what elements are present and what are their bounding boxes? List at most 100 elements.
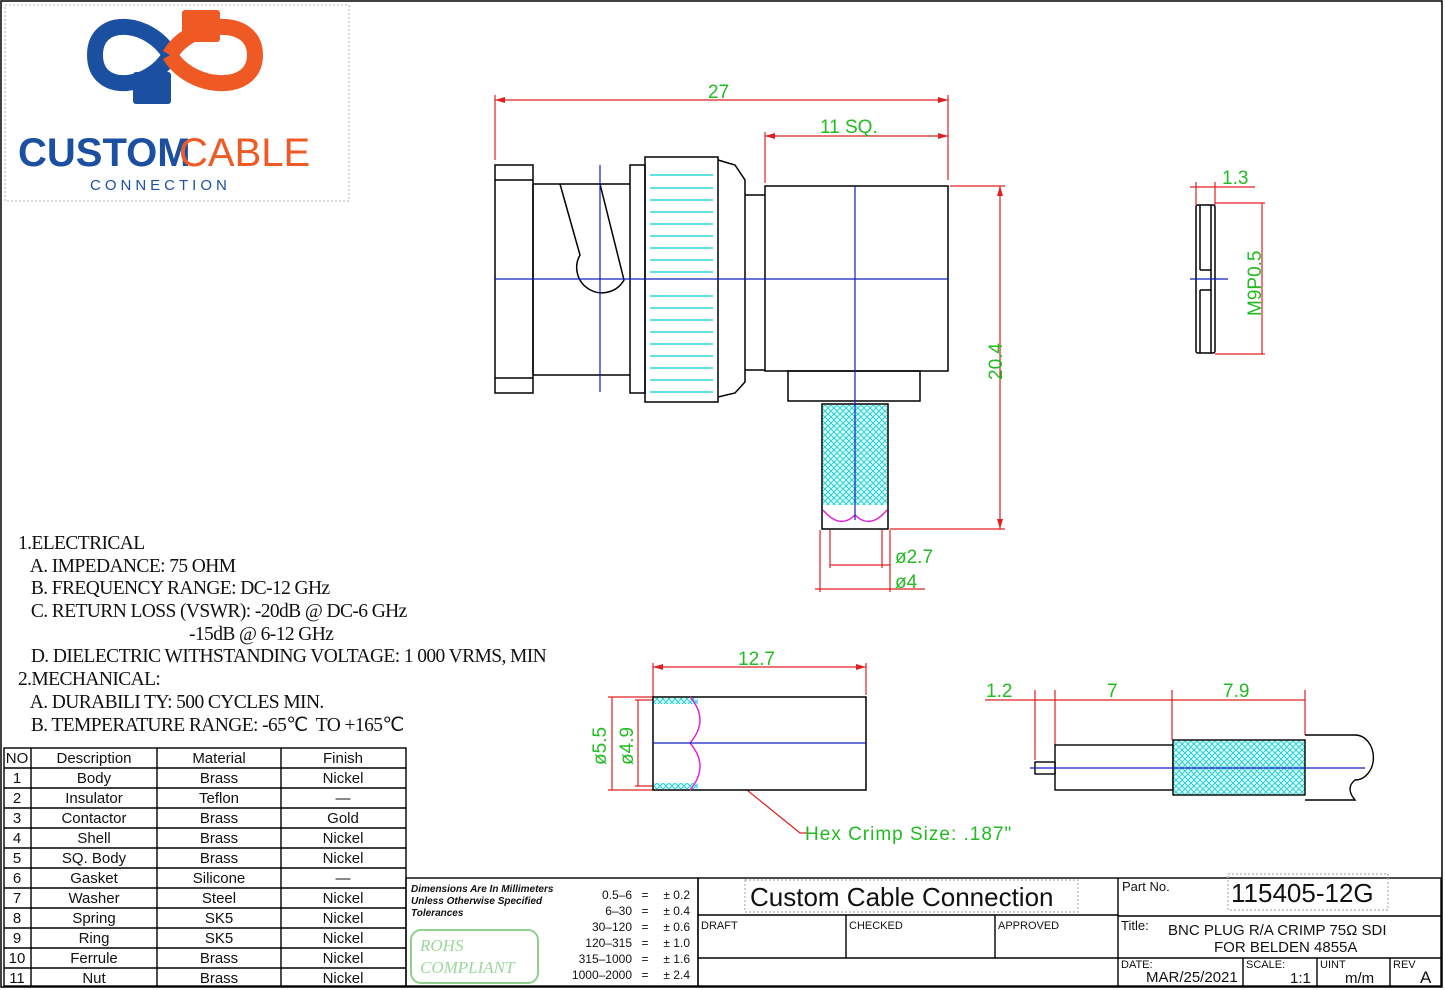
part-no-label: Part No. [1122, 879, 1170, 894]
dim-strip-c: 7.9 [1223, 681, 1249, 702]
dim-ferrule-length: 12.7 [738, 649, 775, 670]
logo-plug-blue [133, 72, 171, 104]
bom-cell: Brass [200, 850, 238, 867]
scale-value: 1:1 [1290, 970, 1311, 987]
hex-crimp-note: Hex Crimp Size: .187" [805, 824, 1012, 845]
bom-cell: SK5 [205, 910, 233, 927]
bom-cell: Steel [202, 890, 236, 907]
spec-line: B. TEMPERATURE RANGE: -65℃ TO +165℃ [18, 714, 404, 736]
bom-cell: Contactor [61, 810, 126, 827]
checked-label: CHECKED [849, 920, 903, 932]
bom-cell: Ferrule [70, 950, 118, 967]
rev-value: A [1420, 968, 1432, 987]
tolerance-range: 30–120 [592, 920, 632, 934]
bom-cell: 1 [13, 770, 21, 787]
dim-ferrule-id: ø4.9 [617, 727, 638, 765]
dimension-arrows [495, 97, 1003, 670]
unit-value: m/m [1345, 970, 1374, 987]
tolerance-equals: = [641, 888, 648, 902]
scale-label: SCALE: [1246, 959, 1285, 971]
tolerance-note-3: Tolerances [411, 908, 464, 919]
approved-label: APPROVED [998, 920, 1059, 932]
dim-dia-small: ø2.7 [895, 547, 933, 568]
bom-cell: Nickel [323, 830, 364, 847]
bom-cell: Gold [327, 810, 359, 827]
company-logo: CUSTOM CABLE CONNECTION [4, 4, 350, 202]
spec-line: 2.MECHANICAL: [18, 669, 161, 691]
bom-cell: Nickel [323, 910, 364, 927]
bom-cell: 8 [13, 910, 21, 927]
dim-overall-length: 27 [708, 82, 729, 103]
bom-header-cell: NO [6, 750, 29, 767]
rohs-badge [410, 929, 539, 984]
bom-cell: 2 [13, 790, 21, 807]
dim-square: 11 SQ. [820, 117, 878, 138]
bom-cell: Nickel [323, 950, 364, 967]
spec-line: D. DIELECTRIC WITHSTANDING VOLTAGE: 1 00… [18, 646, 547, 668]
bom-cell: Brass [200, 830, 238, 847]
bom-cell: Gasket [70, 870, 118, 887]
logo-plug-orange [182, 10, 220, 42]
title-line-1: BNC PLUG R/A CRIMP 75Ω SDI [1168, 922, 1387, 939]
cable-strip-view [1030, 734, 1375, 801]
rev-label: REV [1393, 959, 1416, 971]
title-label: Title: [1121, 918, 1149, 933]
spec-line: A. DURABILI TY: 500 CYCLES MIN. [18, 691, 325, 713]
bom-cell: — [336, 790, 351, 807]
dim-height: 20.4 [986, 343, 1007, 380]
bom-cell: 4 [13, 830, 21, 847]
bom-cell: SQ. Body [62, 850, 127, 867]
dimension-labels: 27 11 SQ. 20.4 1.3 M9P0.5 ø2.7 ø4 12.7 ø… [590, 82, 1266, 845]
knurl-pattern [650, 174, 713, 393]
tolerance-note-2: Unless Otherwise Specified [411, 896, 543, 907]
spec-line: 1.ELECTRICAL [18, 533, 145, 554]
tolerance-value: ± 2.4 [663, 968, 690, 982]
bom-cell: SK5 [205, 930, 233, 947]
bom-cell: Ring [79, 930, 110, 947]
bom-cell: 5 [13, 850, 21, 867]
bom-cell: Brass [200, 970, 238, 987]
bom-cell: Nut [82, 970, 106, 987]
part-number: 115405-12G [1231, 878, 1374, 908]
draft-label: DRAFT [701, 920, 738, 932]
tolerance-value: ± 1.6 [663, 952, 690, 966]
bom-header-cell: Finish [323, 750, 363, 767]
bom-cell: 7 [13, 890, 21, 907]
bom-cell: Insulator [65, 790, 123, 807]
bom-cell: Body [77, 770, 112, 787]
bom-cell: Washer [68, 890, 119, 907]
dim-strip-b: 7 [1107, 681, 1118, 702]
bom-cell: 6 [13, 870, 21, 887]
tolerance-value: ± 0.6 [663, 920, 690, 934]
bom-cell: Silicone [193, 870, 246, 887]
bom-cell: Teflon [199, 790, 239, 807]
bom-cell: Spring [72, 910, 115, 927]
spec-line: B. FREQUENCY RANGE: DC-12 GHz [18, 578, 330, 600]
thread-side-view [1190, 204, 1228, 354]
tolerance-equals: = [641, 904, 648, 918]
tolerance-range: 6–30 [605, 904, 632, 918]
center-lines [495, 165, 948, 520]
dim-strip-a: 1.2 [986, 681, 1012, 702]
logo-text-cable: CABLE [179, 131, 310, 175]
tolerance-equals: = [641, 952, 648, 966]
tolerance-range: 1000–2000 [572, 968, 632, 982]
bom-cell: Nickel [323, 930, 364, 947]
date-value: MAR/25/2021 [1146, 969, 1238, 986]
title-block [697, 873, 1442, 987]
tolerance-block: Dimensions Are In Millimeters Unless Oth… [405, 877, 699, 987]
bom-cell: Nickel [323, 770, 364, 787]
spec-line: A. IMPEDANCE: 75 OHM [18, 555, 236, 577]
tolerance-range: 0.5–6 [602, 888, 632, 902]
rohs-text-1: ROHS [419, 936, 464, 955]
title-block-text: Custom Cable Connection DRAFT CHECKED AP… [701, 878, 1432, 987]
rohs-text-2: COMPLIANT [420, 958, 516, 977]
spec-line: C. RETURN LOSS (VSWR): -20dB @ DC-6 GHz [18, 601, 408, 623]
logo-text-custom: CUSTOM [18, 131, 191, 175]
bom-cell: 11 [9, 970, 25, 987]
bom-table [3, 747, 407, 987]
title-line-2: FOR BELDEN 4855A [1214, 939, 1357, 956]
dim-thread: M9P0.5 [1245, 251, 1266, 316]
